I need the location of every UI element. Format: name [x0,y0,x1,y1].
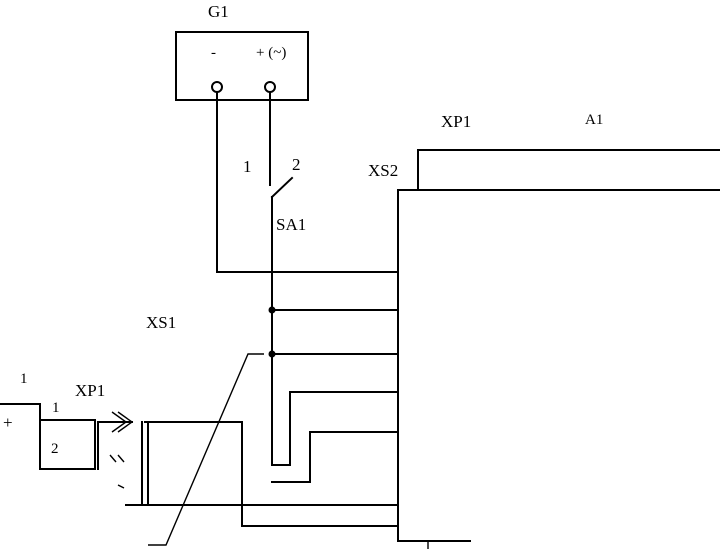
xp1-pin1-label: 1 [52,400,60,416]
xp1-left-box [39,419,96,470]
sa1-pin1-label: 1 [243,157,252,176]
plus-left-label: + [3,413,13,432]
xs2-outline [397,189,720,542]
g1-minus-label: - [211,45,216,61]
wire-sa1-bus [271,196,399,466]
xp1-left-connector: 1 + XP1 1 2 [0,371,149,506]
g1-plus-label: + (~) [256,45,286,61]
g1-box [175,31,309,101]
wire-xs2-6 [144,421,399,527]
xs1-diagonal [148,353,264,546]
sa1-switch: 1 2 SA1 [243,155,306,234]
a1-label: A1 [585,112,603,128]
g1-plus-terminal [264,81,276,93]
g1-source: G1 - + (~) [175,2,309,101]
xp1-top-label: XP1 [441,112,471,131]
sa1-label: SA1 [276,215,306,234]
sa1-pin2-label: 2 [292,155,301,174]
xs1-tick-1 [109,454,117,463]
xs1-tick-2 [117,454,125,463]
xp1-top-outline [417,149,720,191]
wire-g1-minus [216,91,399,273]
xs1-tick-3 [117,484,125,489]
wire-xs2-4 [271,431,399,483]
sa1-blade [270,176,294,199]
g1-label: G1 [208,2,229,21]
xs2-label: XS2 [368,161,398,180]
xp1-left-label: XP1 [75,381,105,400]
left-pin1-top-label: 1 [20,371,28,387]
a1-block: XP1 A1 XS2 [368,112,720,549]
xp1-pin2-label: 2 [51,441,59,457]
xs1-label: XS1 [146,313,176,332]
g1-minus-terminal [211,81,223,93]
